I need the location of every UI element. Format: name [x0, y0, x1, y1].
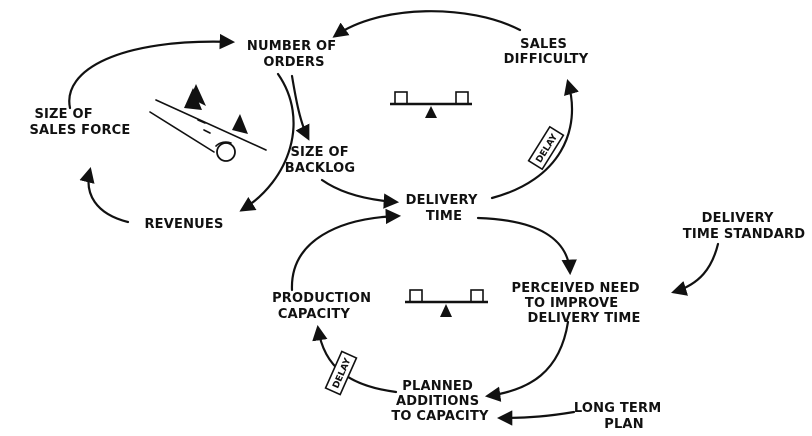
arrow-orders-to-revenues [239, 72, 295, 212]
node-production-capacity: PRODUCTION CAPACITY [272, 291, 376, 322]
node-delivery-time-standard: DELIVERY TIME STANDARD [683, 211, 805, 242]
node-delivery-time: DELIVERY TIME [406, 193, 483, 224]
node-size-of-sales-force: SIZE OF SALES FORCE [29, 107, 130, 138]
arrow-delivery-time-to-sales-difficulty [490, 79, 579, 200]
arrow-backlog-to-delivery-time [320, 178, 400, 209]
arrow-long-term-plan-to-planned-additions [496, 410, 576, 426]
arrow-sales-difficulty-to-orders [332, 10, 522, 38]
delay-marker-upper: DELAY [527, 125, 565, 171]
arrow-revenues-to-sales-force [79, 167, 130, 224]
balance-scale-icon-upper [390, 91, 472, 118]
node-perceived-need: PERCEIVED NEED TO IMPROVE DELIVERY TIME [512, 281, 645, 326]
node-revenues: REVENUES [144, 217, 223, 232]
arrow-delivery-time-to-perceived-need [476, 216, 577, 276]
arrow-production-capacity-to-delivery-time [290, 208, 402, 292]
node-number-of-orders: NUMBER OF ORDERS [247, 39, 341, 70]
arrow-sales-force-to-orders [68, 33, 236, 110]
node-size-of-backlog: SIZE OF BACKLOG [285, 145, 356, 176]
arrow-perceived-need-to-planned-additions [484, 320, 570, 402]
node-planned-additions: PLANNED ADDITIONS TO CAPACITY [391, 379, 489, 424]
delay-marker-lower: DELAY [324, 350, 358, 396]
arrow-standard-to-perceived-need [671, 242, 720, 296]
arrow-orders-to-backlog [290, 74, 310, 141]
snowball-hill-icon [149, 84, 267, 162]
node-long-term-plan: LONG TERM PLAN [574, 401, 666, 432]
node-sales-difficulty: SALES DIFFICULTY [504, 37, 589, 67]
balance-scale-icon-lower [405, 289, 488, 317]
